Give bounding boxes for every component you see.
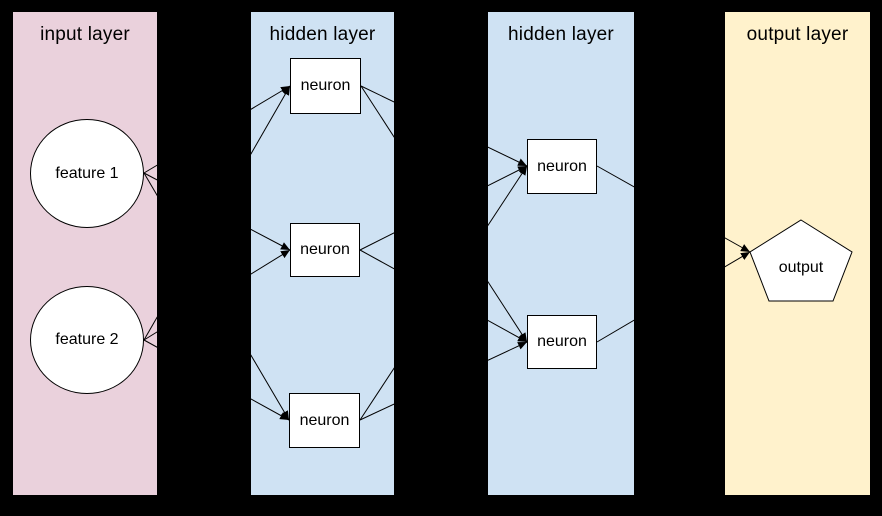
node-hidden2-neuron-1: neuron — [527, 139, 597, 194]
hidden-layer-1-title: hidden layer — [269, 24, 376, 45]
pentagon-shape — [749, 219, 853, 302]
node-hidden1-neuron-2-label: neuron — [300, 241, 350, 258]
node-feature-2-label: feature 2 — [55, 331, 119, 348]
node-output: output — [748, 219, 854, 302]
node-feature-2: feature 2 — [30, 286, 144, 394]
node-feature-1-label: feature 1 — [55, 164, 119, 182]
node-hidden1-neuron-1: neuron — [290, 58, 361, 114]
node-hidden1-neuron-3: neuron — [289, 393, 360, 448]
node-hidden1-neuron-3-label: neuron — [299, 411, 350, 429]
node-hidden1-neuron-2: neuron — [290, 223, 360, 277]
panel-hidden-layer-2: hidden layer — [488, 12, 634, 495]
node-hidden2-neuron-1-label: neuron — [537, 157, 587, 175]
panel-input-layer: input layer — [13, 12, 157, 495]
hidden-layer-2-title: hidden layer — [508, 24, 614, 45]
output-layer-title: output layer — [746, 24, 849, 45]
node-hidden2-neuron-2: neuron — [527, 315, 597, 369]
input-layer-title: input layer — [40, 24, 130, 45]
node-hidden2-neuron-2-label: neuron — [537, 333, 587, 350]
node-feature-1: feature 1 — [30, 119, 144, 228]
node-output-label: output — [778, 259, 824, 276]
node-hidden1-neuron-1-label: neuron — [300, 77, 351, 94]
